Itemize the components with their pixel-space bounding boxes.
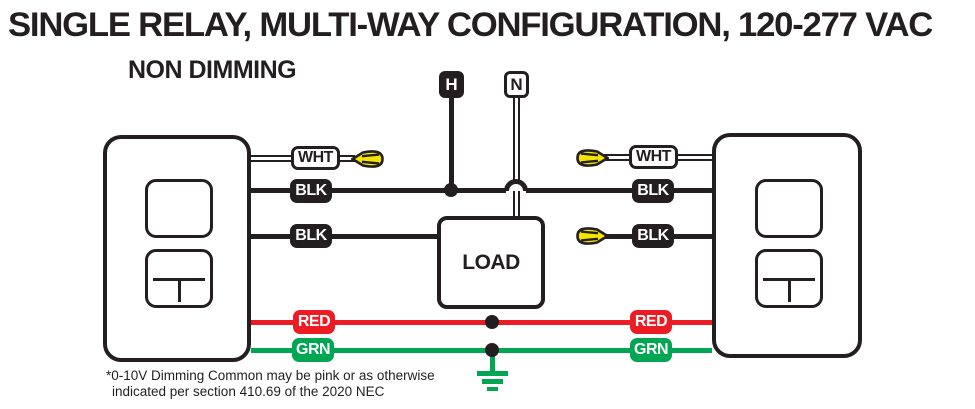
t-bar-stem-icon [177,278,181,302]
right-switch-top-paddle [755,179,823,238]
wire-nut-icon [576,149,610,167]
ground-symbol-bar-2 [482,379,503,384]
hot-wire-vertical [449,96,454,190]
wire-label-left-wht: WHT [291,146,340,170]
red-wire [251,320,712,325]
wire-label-right-blk-2: BLK [632,224,674,248]
wire-crossover-hop [504,179,528,191]
black-wire-main-left-segment [251,188,506,193]
junction-dot-green [485,343,499,357]
ground-symbol-bar-3 [487,387,498,391]
left-switch-top-paddle [145,179,213,238]
wire-label-right-blk-1: BLK [632,179,674,203]
wire-nut-icon-right-white [575,146,610,170]
wire-nut-icon-left-white [350,147,385,171]
left-switch-device [103,135,251,362]
green-wire [251,348,712,353]
diagram-subtitle: NON DIMMING [128,56,297,84]
junction-dot-red [485,315,499,329]
right-switch-bottom-paddle [755,249,823,308]
wire-nut-icon [576,227,610,245]
load-label: LOAD [462,250,520,274]
wire-label-left-red: RED [293,310,335,334]
footnote-line-2: indicated per section 410.69 of the 2020… [112,383,385,399]
neutral-wire-vertical [513,96,520,217]
wire-nut-icon-right-black [575,224,610,248]
neutral-terminal: N [504,71,529,98]
load-box: LOAD [437,216,545,309]
wire-label-left-grn: GRN [292,338,335,362]
footnote: *0-10V Dimming Common may be pink or as … [106,368,435,399]
left-switch-bottom-paddle [145,249,213,308]
hot-terminal-label: H [445,74,458,94]
diagram-title: SINGLE RELAY, MULTI-WAY CONFIGURATION, 1… [8,6,933,44]
footnote-line-1: *0-10V Dimming Common may be pink or as … [106,368,435,383]
wire-label-right-wht: WHT [629,145,678,169]
black-wire-main-right-segment [526,188,712,193]
t-bar-stem-icon [787,278,791,302]
junction-dot-hot-black [444,183,458,197]
ground-stem [490,352,495,373]
neutral-terminal-label: N [510,74,523,94]
hot-terminal: H [439,71,464,98]
wire-nut-icon [350,150,384,168]
black-wire-load-left [251,234,439,239]
wire-label-left-blk-2: BLK [290,224,332,248]
wire-label-right-grn: GRN [630,338,673,362]
ground-symbol-bar-1 [477,371,508,376]
right-switch-device [712,133,862,358]
wire-label-left-blk-1: BLK [290,179,332,203]
wire-label-right-red: RED [630,310,672,334]
